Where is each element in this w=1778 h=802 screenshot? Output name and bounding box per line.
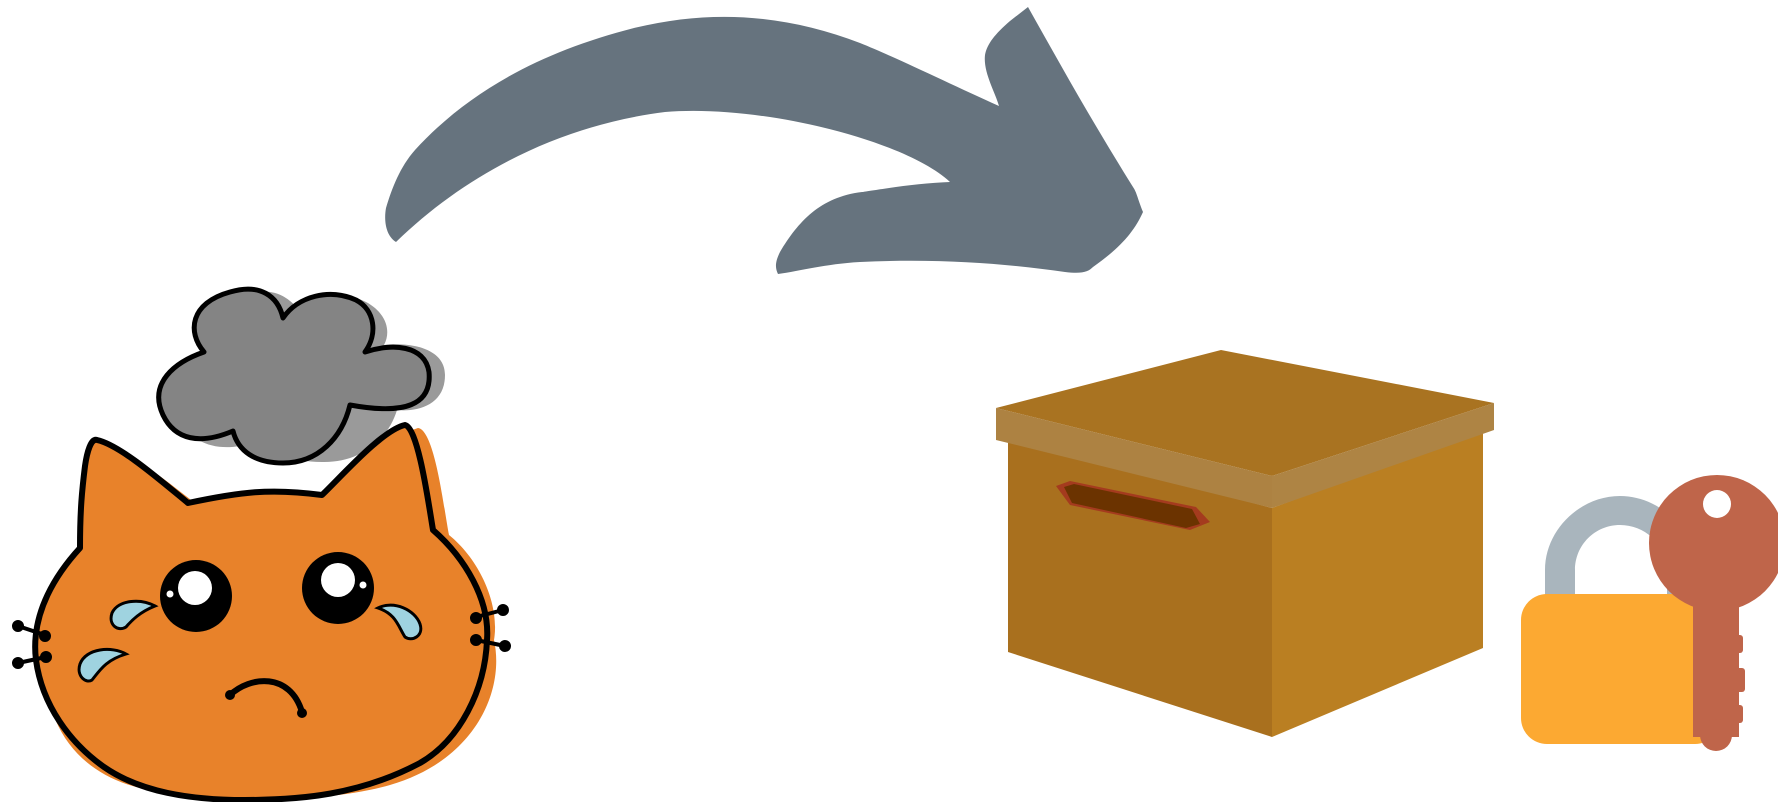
sad-cat-icon <box>14 425 509 800</box>
box-icon <box>996 350 1494 737</box>
curved-arrow-icon <box>385 7 1143 274</box>
